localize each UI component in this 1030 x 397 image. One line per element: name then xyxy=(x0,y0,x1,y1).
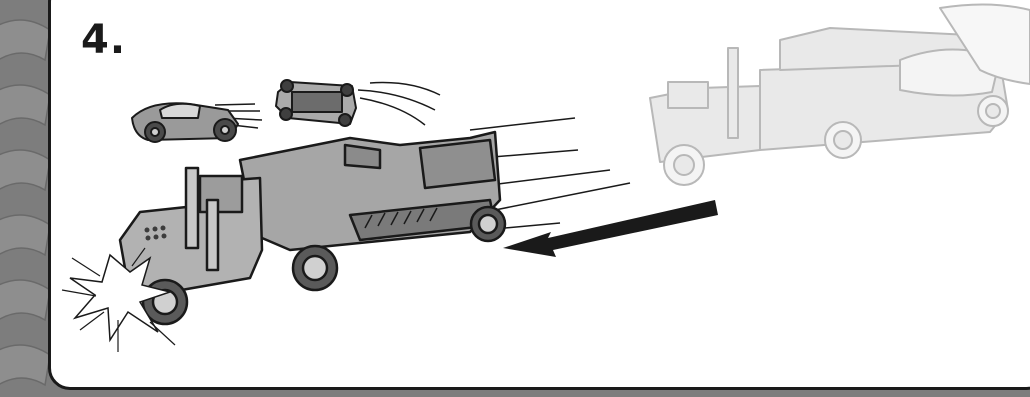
step-number: 4. xyxy=(81,17,127,63)
arrow-pointing-left xyxy=(503,200,718,257)
ejected-car-flipped xyxy=(275,79,357,127)
main-truck xyxy=(118,130,507,326)
crash-burst xyxy=(61,247,176,352)
ejected-car-sport xyxy=(131,102,239,143)
ghost-truck xyxy=(649,3,1030,186)
